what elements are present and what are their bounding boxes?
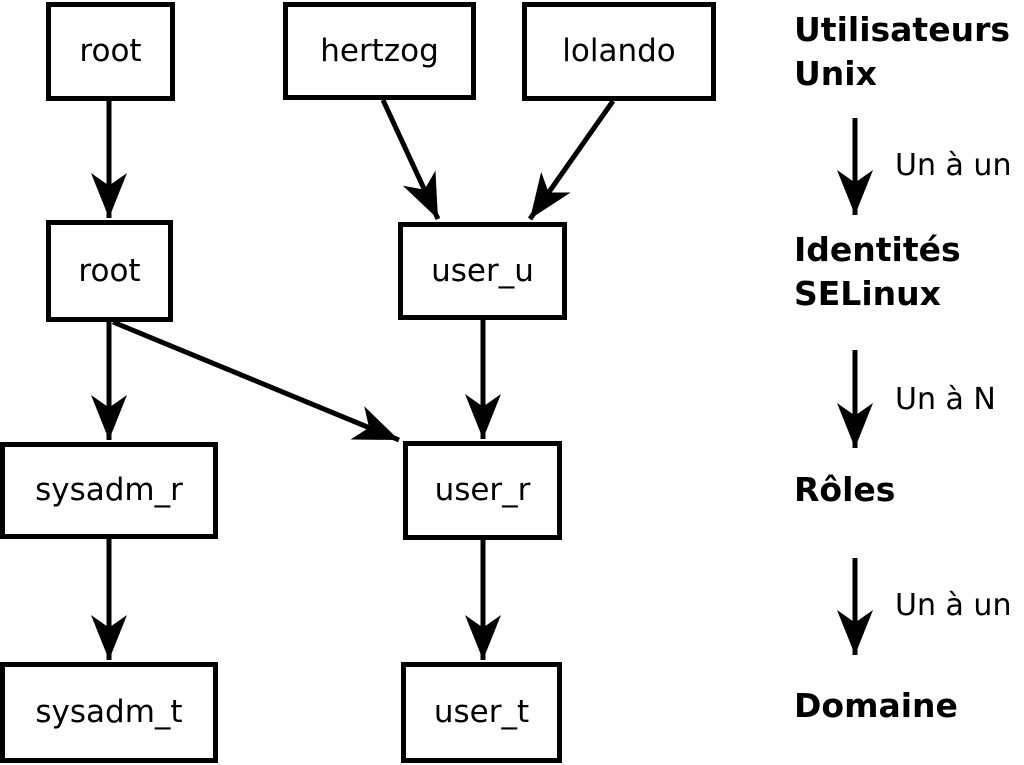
node-unix-root: root bbox=[46, 2, 175, 101]
node-domain-sysadm-t: sysadm_t bbox=[0, 662, 218, 763]
legend-stage-utilisateurs-unix: Utilisateurs Unix bbox=[794, 10, 1010, 93]
legend-stage-domaine: Domaine bbox=[794, 686, 958, 725]
legend-stage-identites-selinux: Identités SELinux bbox=[794, 230, 961, 313]
node-domain-user-t: user_t bbox=[401, 662, 562, 763]
edge-selinux-root-to-user-r bbox=[112, 319, 400, 443]
legend-stage-roles: Rôles bbox=[794, 470, 896, 509]
node-label: sysadm_r bbox=[35, 472, 183, 509]
legend-relation-un-a-n: Un à N bbox=[895, 382, 996, 417]
legend-relation-un-a-un-1: Un à un bbox=[895, 148, 1012, 183]
node-label: hertzog bbox=[320, 32, 439, 69]
node-unix-hertzog: hertzog bbox=[283, 2, 476, 100]
node-selinux-root: root bbox=[46, 220, 173, 322]
node-role-sysadm-r: sysadm_r bbox=[0, 442, 218, 539]
node-label: root bbox=[79, 33, 142, 70]
node-label: user_u bbox=[431, 252, 534, 289]
legend-relation-un-a-un-2: Un à un bbox=[895, 588, 1012, 623]
edge-hertzog-to-user-u bbox=[380, 98, 441, 221]
node-label: lolando bbox=[562, 33, 676, 70]
node-label: user_r bbox=[434, 472, 531, 509]
edge-lolando-to-user-u bbox=[527, 99, 616, 221]
node-label: sysadm_t bbox=[35, 694, 183, 731]
node-label: user_t bbox=[433, 694, 530, 731]
node-label: root bbox=[78, 252, 141, 289]
node-selinux-user-u: user_u bbox=[398, 222, 567, 320]
node-role-user-r: user_r bbox=[403, 441, 562, 540]
node-unix-lolando: lolando bbox=[522, 2, 716, 101]
